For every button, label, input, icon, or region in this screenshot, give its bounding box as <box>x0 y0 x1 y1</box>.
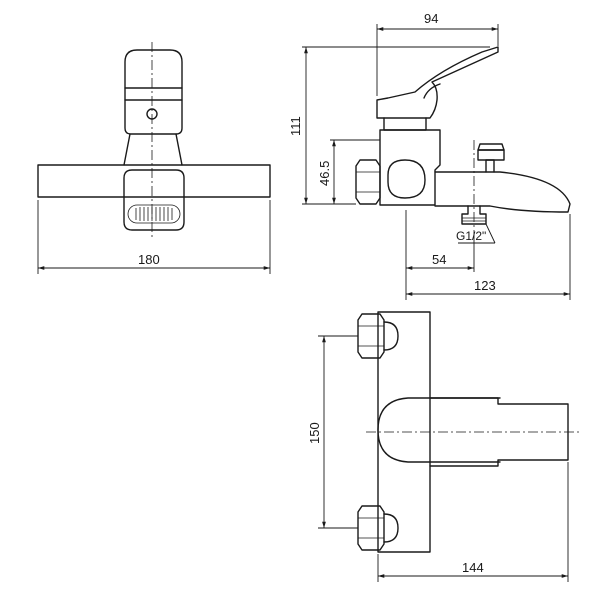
side-diverter-cap <box>477 143 505 151</box>
side-spout <box>434 171 571 213</box>
side-diverter-knob <box>477 149 505 161</box>
front-body <box>37 164 271 198</box>
top-lever-round <box>377 397 501 463</box>
front-lever <box>124 49 183 89</box>
dim-150-label: 150 <box>307 422 322 444</box>
side-thread-label: G1/2" <box>456 229 486 243</box>
side-lever-joint <box>423 83 441 99</box>
side-view: G1/2" 94 111 46.5 54 123 <box>288 11 571 300</box>
top-upper-cap <box>383 321 399 351</box>
dim-123-label: 123 <box>474 278 496 293</box>
top-lower-cap <box>383 513 399 543</box>
side-diverter-stem <box>485 159 495 173</box>
side-inlet-oval <box>387 159 426 199</box>
top-lower-nut <box>357 505 385 551</box>
top-view: 150 144 <box>307 311 580 582</box>
side-inlet-nut <box>355 159 381 205</box>
front-neck <box>123 133 183 166</box>
front-cartridge <box>124 87 183 135</box>
side-shower-outlet <box>461 205 487 225</box>
dim-111-label: 111 <box>288 116 303 136</box>
side-lever <box>376 46 499 119</box>
dim-54-label: 54 <box>432 252 446 267</box>
side-thread-leader-diag <box>485 223 496 244</box>
dim-94-label: 94 <box>424 11 438 26</box>
front-spout <box>123 169 185 231</box>
top-body <box>377 311 431 553</box>
front-aerator <box>127 204 181 224</box>
dim-144-label: 144 <box>462 560 484 575</box>
side-cartridge <box>383 117 427 131</box>
dim-180-label: 180 <box>138 252 160 267</box>
front-view: 180 <box>37 42 271 274</box>
front-aerator-grille <box>135 207 173 221</box>
side-body <box>379 129 441 206</box>
dim-465-label: 46.5 <box>317 161 332 186</box>
top-upper-nut <box>357 313 385 359</box>
